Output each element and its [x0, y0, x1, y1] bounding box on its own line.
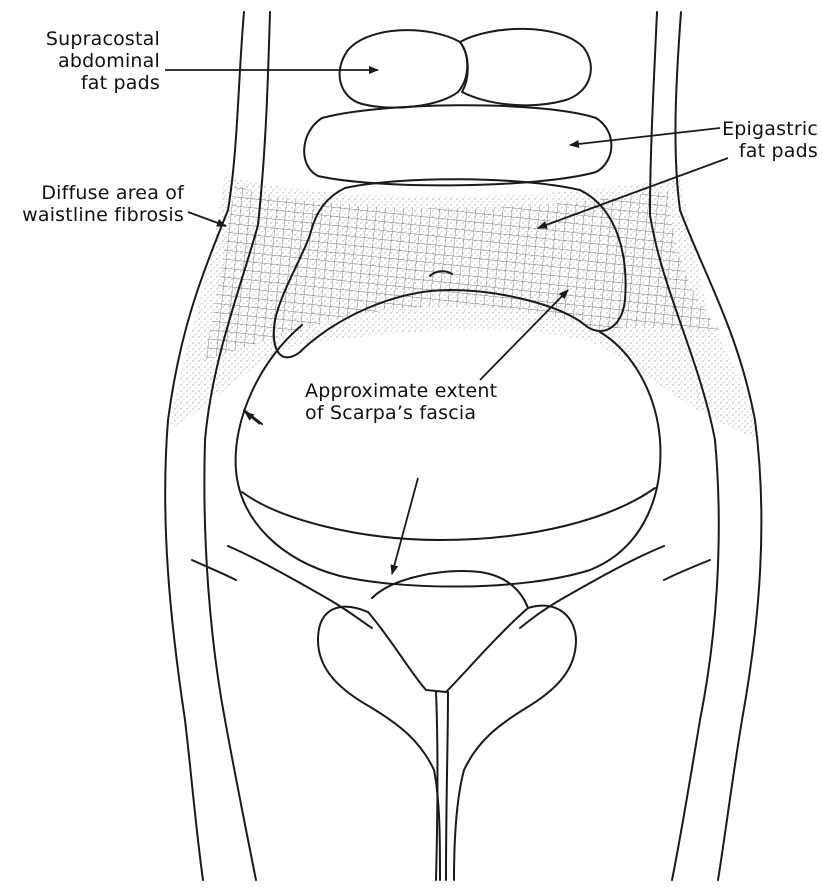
center-line-right [446, 692, 448, 880]
label-scarpa-line-1: Approximate extent [305, 380, 545, 402]
mons-outline [318, 607, 440, 880]
left-waist-fold [244, 410, 262, 424]
abdomen-fold-line [242, 488, 655, 540]
label-fibrosis-line-1: Diffuse area of [4, 182, 184, 204]
pubic-triangle [368, 608, 528, 692]
label-scarpas-fascia: Approximate extent of Scarpa’s fascia [305, 380, 545, 424]
right-groin-line [520, 546, 664, 628]
right-groin-tick [664, 560, 710, 580]
left-groin-tick [192, 560, 236, 580]
left-small-arrow [245, 412, 260, 424]
label-epigastric-line-2: fat pads [660, 140, 818, 162]
label-epigastric-line-1: Epigastric [660, 118, 818, 140]
epigastric-pad-upper [304, 105, 611, 185]
scarpa-arrow-lower [392, 478, 418, 574]
scarpa-fascia-outline [236, 325, 661, 587]
left-groin-line [228, 546, 372, 628]
label-supracostal-fat-pads: Supracostal abdominal fat pads [20, 28, 160, 94]
supracostal-pad-right [460, 29, 591, 105]
label-supracostal-line-3: fat pads [20, 72, 160, 94]
supracostal-pad-left [340, 30, 468, 107]
mons-outline-right [454, 606, 576, 880]
label-fibrosis-line-2: waistline fibrosis [4, 204, 184, 226]
label-supracostal-line-2: abdominal [20, 50, 160, 72]
mons-upper [372, 571, 528, 608]
label-waistline-fibrosis: Diffuse area of waistline fibrosis [4, 182, 184, 226]
label-scarpa-line-2: of Scarpa’s fascia [305, 402, 545, 424]
label-supracostal-line-1: Supracostal [20, 28, 160, 50]
label-epigastric-fat-pads: Epigastric fat pads [660, 118, 818, 162]
